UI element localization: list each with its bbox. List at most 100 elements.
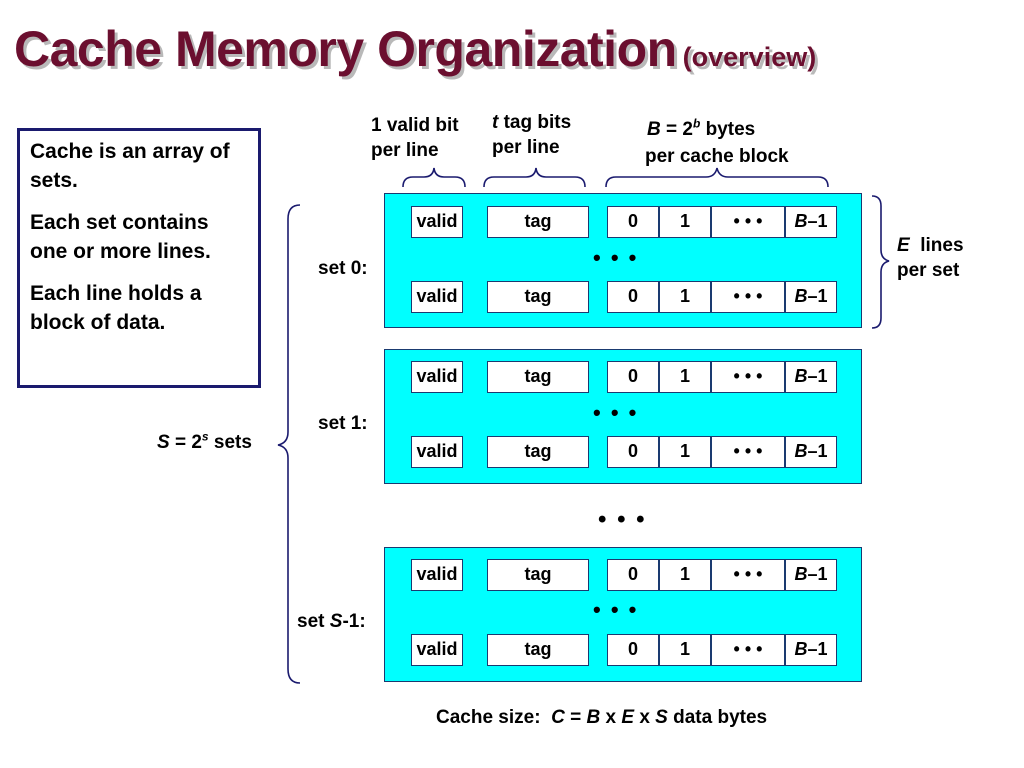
valid-cell: valid: [411, 634, 463, 666]
tag-bits-label-line1: t tag bits: [492, 110, 571, 135]
formula-var-c: C: [551, 707, 565, 728]
set-last-label: set S-1:: [297, 609, 366, 634]
byte-1-cell: 1: [659, 559, 711, 591]
block-rest: bytes: [700, 119, 756, 140]
note-line-2: Each set contains one or more lines.: [30, 211, 211, 263]
cache-size-formula: Cache size: C = B x E x S data bytes: [436, 705, 767, 730]
byte-last-var: B: [794, 286, 808, 306]
byte-last-rest: –1: [807, 211, 828, 231]
lines-per-set-line1: E lines: [897, 233, 964, 258]
tag-bits-var: t: [492, 112, 499, 133]
block-bytes-label: B = 2b bytes: [647, 117, 755, 142]
valid-cell: valid: [411, 361, 463, 393]
note-box: Cache is an array of sets. Each set cont…: [17, 128, 261, 388]
byte-dots-cell: • • •: [711, 436, 785, 468]
byte-1-cell: 1: [659, 361, 711, 393]
formula-var-s: S: [655, 707, 668, 728]
byte-last-cell: B–1: [785, 559, 837, 591]
formula-var-b: B: [586, 707, 601, 728]
tag-bits-label: t tag bits per line: [492, 110, 571, 160]
set-last-label-prefix: set: [297, 611, 330, 632]
cache-set-0: valid tag 0 1 • • • B–1 • • • valid tag …: [384, 193, 862, 328]
byte-last-rest: –1: [807, 564, 828, 584]
lines-per-set-var: E: [897, 235, 910, 256]
byte-last-var: B: [794, 366, 808, 386]
line-ellipsis: • • •: [593, 245, 639, 270]
formula-prefix: Cache size:: [436, 707, 552, 728]
byte-last-var: B: [794, 211, 808, 231]
title-main: Cache Memory Organization: [14, 21, 677, 77]
title-sub: (overview): [682, 42, 817, 72]
valid-bit-label-line1: 1 valid bit: [371, 115, 459, 136]
byte-1-cell: 1: [659, 436, 711, 468]
cache-set-1: valid tag 0 1 • • • B–1 • • • valid tag …: [384, 349, 862, 484]
valid-bit-label: 1 valid bit per line: [371, 113, 459, 163]
byte-last-rest: –1: [807, 639, 828, 659]
byte-dots-cell: • • •: [711, 361, 785, 393]
byte-last-cell: B–1: [785, 361, 837, 393]
set-1-label: set 1:: [318, 411, 368, 436]
lines-per-set-line2: per set: [897, 260, 960, 281]
block-var: B: [647, 119, 661, 140]
byte-last-var: B: [794, 639, 808, 659]
set-last-label-var: S: [329, 611, 343, 632]
tag-cell: tag: [487, 634, 589, 666]
byte-0-cell: 0: [607, 206, 659, 238]
tag-bits-bracket: [483, 167, 586, 188]
byte-last-cell: B–1: [785, 634, 837, 666]
lines-per-set-label: E lines per set: [897, 233, 964, 283]
formula-x1: x: [600, 707, 622, 728]
byte-dots-cell: • • •: [711, 559, 785, 591]
formula-eq: =: [564, 707, 587, 728]
block-exp: b: [692, 116, 701, 131]
set-0-label-text: set 0:: [318, 258, 368, 279]
valid-cell: valid: [411, 559, 463, 591]
byte-last-var: B: [794, 564, 808, 584]
byte-last-rest: –1: [807, 441, 828, 461]
byte-1-cell: 1: [659, 206, 711, 238]
block-bytes-label-line2: per cache block: [645, 146, 789, 167]
num-sets-label: S = 2s sets: [157, 430, 252, 455]
set-1-label-text: set 1:: [318, 413, 368, 434]
byte-0-cell: 0: [607, 281, 659, 313]
formula-var-e: E: [621, 707, 635, 728]
byte-dots-cell: • • •: [711, 206, 785, 238]
byte-0-cell: 0: [607, 559, 659, 591]
block-eq: = 2: [660, 119, 693, 140]
num-sets-bracket: [277, 204, 301, 684]
tag-bits-rest: tag bits: [498, 112, 572, 133]
tag-cell: tag: [487, 361, 589, 393]
num-sets-rest: sets: [208, 432, 252, 453]
set-0-label: set 0:: [318, 256, 368, 281]
sets-ellipsis: • • •: [598, 506, 647, 533]
num-sets-exp: s: [201, 429, 209, 444]
num-sets-eq: = 2: [169, 432, 202, 453]
valid-bit-bracket: [402, 167, 466, 188]
byte-last-cell: B–1: [785, 281, 837, 313]
note-line-1: Cache is an array of sets.: [30, 140, 230, 192]
tag-cell: tag: [487, 559, 589, 591]
byte-0-cell: 0: [607, 634, 659, 666]
set-last-label-suffix: -1:: [342, 611, 366, 632]
block-bytes-label-line1: B = 2b bytes: [647, 117, 755, 142]
valid-cell: valid: [411, 281, 463, 313]
byte-0-cell: 0: [607, 436, 659, 468]
lines-per-set-bracket: [871, 195, 890, 329]
byte-last-cell: B–1: [785, 436, 837, 468]
byte-dots-cell: • • •: [711, 281, 785, 313]
note-line-3: Each line holds a block of data.: [30, 282, 202, 334]
line-ellipsis: • • •: [593, 597, 639, 622]
byte-last-rest: –1: [807, 286, 828, 306]
byte-last-rest: –1: [807, 366, 828, 386]
byte-1-cell: 1: [659, 634, 711, 666]
byte-0-cell: 0: [607, 361, 659, 393]
formula-rest: data bytes: [667, 707, 768, 728]
valid-cell: valid: [411, 206, 463, 238]
byte-1-cell: 1: [659, 281, 711, 313]
num-sets-var: S: [157, 432, 170, 453]
line-ellipsis: • • •: [593, 400, 639, 425]
page-title: Cache Memory Organization(overview): [14, 20, 816, 78]
valid-bit-label-line2: per line: [371, 140, 439, 161]
byte-last-cell: B–1: [785, 206, 837, 238]
